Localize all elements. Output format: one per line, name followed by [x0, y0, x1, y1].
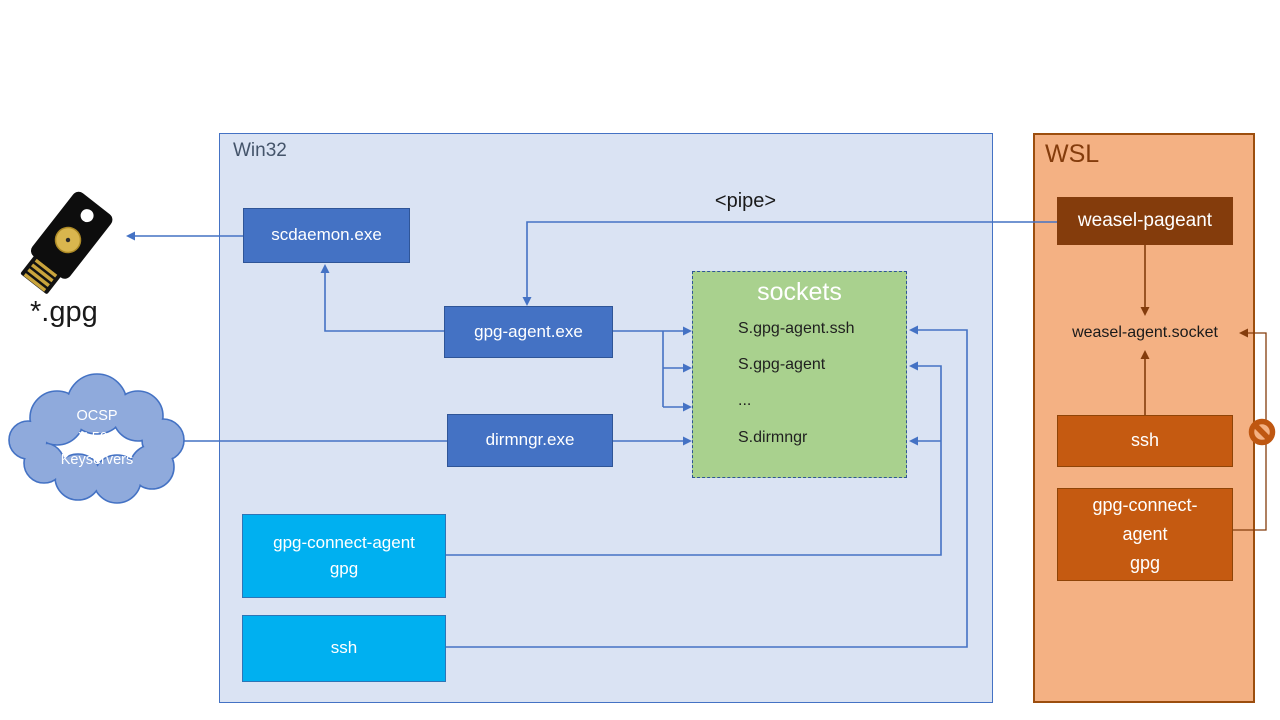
node-wsl-gca-line3: gpg — [1129, 552, 1161, 573]
cloud-label-ocsp: OCSP — [76, 408, 118, 424]
node-wsl-gpg-connect-agent: gpg-connect- agent gpg — [1057, 488, 1233, 581]
node-weasel-pageant-label: weasel-pageant — [1077, 210, 1213, 232]
arrowhead-left-icon — [126, 231, 135, 241]
socket-entry-dirmngr: S.dirmngr — [738, 429, 808, 446]
node-scdaemon-label: scdaemon.exe — [271, 225, 382, 245]
node-wsl-ssh-label: ssh — [1130, 430, 1159, 451]
cloud-label-keyservers: Keyservers — [60, 452, 134, 468]
node-gpg-agent: gpg-agent.exe — [444, 306, 613, 358]
node-dirmngr-label: dirmngr.exe — [485, 430, 575, 450]
node-win32-ssh: ssh — [242, 615, 446, 682]
node-weasel-pageant: weasel-pageant — [1057, 197, 1233, 245]
wsl-region-label: WSL — [1045, 140, 1100, 168]
node-win32-gpg-connect-agent: gpg-connect-agent gpg — [242, 514, 446, 598]
socket-entry-gpg-agent-ssh: S.gpg-agent.ssh — [738, 320, 855, 337]
yubikey-image — [20, 191, 113, 294]
cloud-label-x509: X.509 — [78, 430, 116, 446]
node-wsl-gca-line2: agent — [1122, 524, 1168, 545]
node-dirmngr: dirmngr.exe — [447, 414, 613, 467]
sockets-title: sockets — [757, 278, 842, 306]
node-win32-gca-line2: gpg — [329, 559, 359, 578]
socket-entry-ellipsis: ... — [738, 392, 752, 409]
win32-region-label: Win32 — [233, 140, 287, 161]
node-gpg-agent-label: gpg-agent.exe — [474, 321, 583, 341]
gpg-files-label: *.gpg — [30, 296, 98, 328]
node-scdaemon: scdaemon.exe — [243, 208, 410, 263]
weasel-agent-socket-label: weasel-agent.socket — [1072, 324, 1218, 341]
node-wsl-gca-line1: gpg-connect- — [1092, 495, 1198, 516]
node-win32-ssh-label: ssh — [330, 638, 358, 658]
node-win32-gca-line1: gpg-connect-agent — [273, 532, 415, 552]
arrowhead-left-icon — [166, 436, 175, 446]
pipe-connection-label: <pipe> — [714, 190, 777, 212]
socket-entry-gpg-agent: S.gpg-agent — [738, 356, 826, 373]
node-wsl-ssh: ssh — [1057, 415, 1233, 467]
